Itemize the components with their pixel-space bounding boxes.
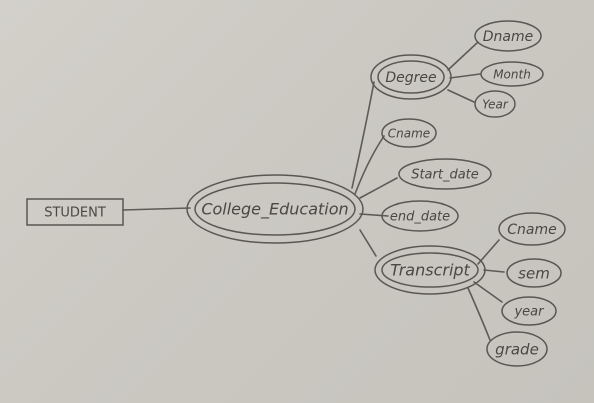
edge-college-cname xyxy=(354,135,385,195)
attribute-year-degree: Year xyxy=(474,90,516,118)
attribute-end-date: end_date xyxy=(381,200,459,232)
edge-transcript-year xyxy=(473,281,503,303)
edge-college-degree xyxy=(351,81,375,189)
attribute-sem: sem xyxy=(506,258,562,288)
attribute-cname-transcript: Cname xyxy=(498,212,566,246)
attribute-year-transcript: year xyxy=(501,296,557,326)
grade-label: grade xyxy=(495,341,539,359)
composite-degree: Degree xyxy=(370,54,452,100)
edge-transcript-cname xyxy=(477,239,500,265)
entity-student-label: STUDENT xyxy=(44,206,106,221)
edge-degree-month xyxy=(449,73,481,79)
edge-college-enddate xyxy=(359,213,389,217)
attribute-cname: Cname xyxy=(381,118,437,148)
attribute-start-date: Start_date xyxy=(398,158,492,190)
year-transcript-label: year xyxy=(513,305,545,320)
edge-degree-dname xyxy=(447,41,479,71)
composite-transcript: Transcript xyxy=(374,245,486,295)
edge-student-college xyxy=(122,207,191,211)
month-label: Month xyxy=(493,68,531,82)
sem-label: sem xyxy=(518,265,550,283)
start-date-label: Start_date xyxy=(411,168,479,183)
entity-student: STUDENT xyxy=(26,198,124,226)
attribute-dname: Dname xyxy=(474,20,542,52)
edge-college-transcript xyxy=(359,229,377,257)
diagram-edges xyxy=(122,41,505,341)
edge-degree-year xyxy=(447,89,475,103)
college-education-label: College_Education xyxy=(201,200,348,220)
degree-label: Degree xyxy=(385,70,436,86)
dname-label: Dname xyxy=(483,29,533,45)
cname-transcript-label: Cname xyxy=(507,222,556,238)
attribute-grade: grade xyxy=(486,331,548,367)
attribute-month: Month xyxy=(480,61,544,87)
year-degree-label: Year xyxy=(482,98,509,112)
edge-transcript-sem xyxy=(483,269,505,273)
transcript-label: Transcript xyxy=(390,261,470,280)
edge-transcript-grade xyxy=(467,287,491,341)
end-date-label: end_date xyxy=(390,210,450,225)
composite-college-education: College_Education xyxy=(186,174,364,244)
edge-college-startdate xyxy=(359,177,398,199)
cname-label: Cname xyxy=(388,127,430,141)
